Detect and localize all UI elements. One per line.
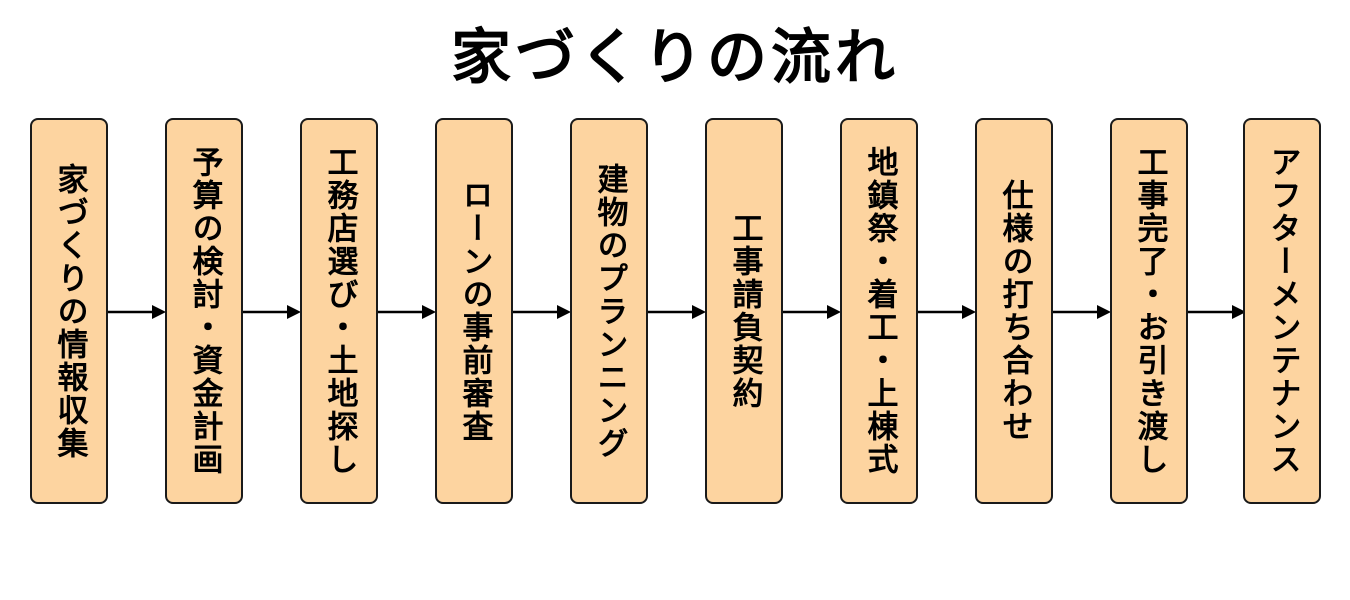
step-label: 家づくりの情報収集 — [51, 162, 88, 460]
flow-arrow — [1053, 302, 1111, 322]
step-box-4: ローンの事前審査 — [435, 118, 513, 504]
step-label: 工事請負契約 — [726, 212, 763, 410]
flow-arrow — [378, 302, 436, 322]
step-box-5: 建物のプランニング — [570, 118, 648, 504]
step-label: アフターメンテナンス — [1264, 146, 1301, 476]
flow-arrow — [783, 302, 841, 322]
flow-arrow — [108, 302, 166, 322]
flow-arrow — [648, 302, 706, 322]
step-box-9: 工事完了・お引き渡し — [1110, 118, 1188, 504]
flow-arrow — [918, 302, 976, 322]
diagram-title: 家づくりの流れ — [451, 23, 899, 93]
flow-arrow — [243, 302, 301, 322]
step-box-8: 仕様の打ち合わせ — [975, 118, 1053, 504]
step-label: 建物のプランニング — [591, 162, 628, 460]
step-label: 地鎮祭・着工・上棟式 — [861, 146, 898, 476]
step-box-1: 家づくりの情報収集 — [30, 118, 108, 504]
step-label: 工務店選び・土地探し — [321, 146, 358, 476]
step-box-3: 工務店選び・土地探し — [300, 118, 378, 504]
step-box-10: アフターメンテナンス — [1243, 118, 1321, 504]
step-label: 工事完了・お引き渡し — [1131, 146, 1168, 476]
step-label: ローンの事前審査 — [456, 179, 493, 443]
step-box-7: 地鎮祭・着工・上棟式 — [840, 118, 918, 504]
step-box-2: 予算の検討・資金計画 — [165, 118, 243, 504]
step-label: 予算の検討・資金計画 — [186, 146, 223, 476]
flow-arrow — [1188, 302, 1246, 322]
flow-arrow — [513, 302, 571, 322]
step-label: 仕様の打ち合わせ — [996, 179, 1033, 443]
step-box-6: 工事請負契約 — [705, 118, 783, 504]
